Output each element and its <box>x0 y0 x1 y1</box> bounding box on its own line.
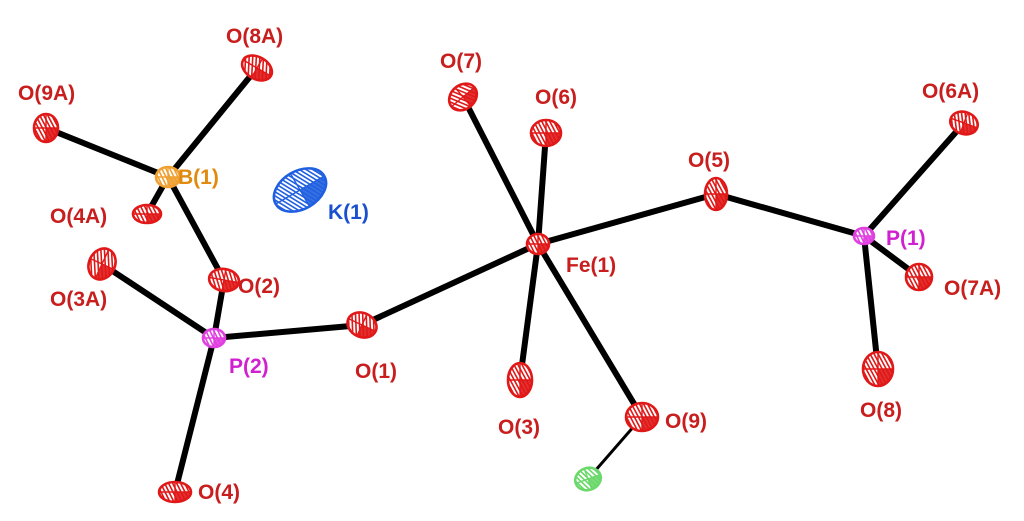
bond-o1-p2 <box>211 322 365 341</box>
bond-fe1-o3 <box>517 241 541 383</box>
atom-o6 <box>529 118 563 148</box>
label-layer: Fe(1) O(1) O(2) O(3) O(5) O(6) O(7) O(8) O(9) P(1… <box>18 25 1001 504</box>
label-o8: O(8) <box>860 399 902 422</box>
bond-p2-o4 <box>172 335 217 495</box>
atom-o4a <box>131 203 163 225</box>
bond-p1-o8 <box>861 233 881 372</box>
label-k1: K(1) <box>328 201 369 224</box>
bond-b1-o8a <box>165 65 260 180</box>
label-o2: O(2) <box>238 275 280 298</box>
atom-o9 <box>624 401 660 433</box>
bond-o2-b1 <box>165 174 227 283</box>
bond-p2-o3a <box>99 261 217 341</box>
atom-p1 <box>852 226 876 246</box>
bond-p1-o6a <box>861 120 967 239</box>
label-o9a: O(9A) <box>18 82 75 105</box>
label-o9: O(9) <box>665 410 707 433</box>
label-o7a: O(7A) <box>944 277 1001 300</box>
label-o3: O(3) <box>498 416 540 439</box>
bond-fe1-o5 <box>535 191 719 247</box>
label-b1: B(1) <box>178 166 219 189</box>
bond-fe1-o6 <box>535 130 549 247</box>
label-o4a: O(4A) <box>50 205 107 228</box>
bond-fe1-o9 <box>535 241 645 420</box>
bond-b1-o9a <box>43 125 171 180</box>
bond-fe1-o1 <box>359 241 541 328</box>
label-p1: P(1) <box>886 227 926 250</box>
label-o3a: O(3A) <box>50 288 107 311</box>
atom-o8 <box>861 350 895 388</box>
atom-o3 <box>506 361 534 399</box>
atom-o8a <box>237 50 277 86</box>
label-o8a: O(8A) <box>226 25 283 48</box>
label-o5: O(5) <box>688 149 730 172</box>
label-p2: P(2) <box>229 355 269 378</box>
label-o1: O(1) <box>355 360 397 383</box>
label-fe1: Fe(1) <box>566 254 616 277</box>
label-o6a: O(6A) <box>922 80 979 103</box>
label-o7: O(7) <box>440 50 482 73</box>
atom-fe1 <box>525 232 551 256</box>
atom-o6a <box>947 107 981 139</box>
label-o4: O(4) <box>198 481 240 504</box>
atom-o5 <box>703 176 729 212</box>
bond-fe1-o7 <box>460 94 541 247</box>
atom-h9 <box>572 464 604 494</box>
label-o6: O(6) <box>535 86 577 109</box>
bond-o5-p1 <box>713 191 867 239</box>
